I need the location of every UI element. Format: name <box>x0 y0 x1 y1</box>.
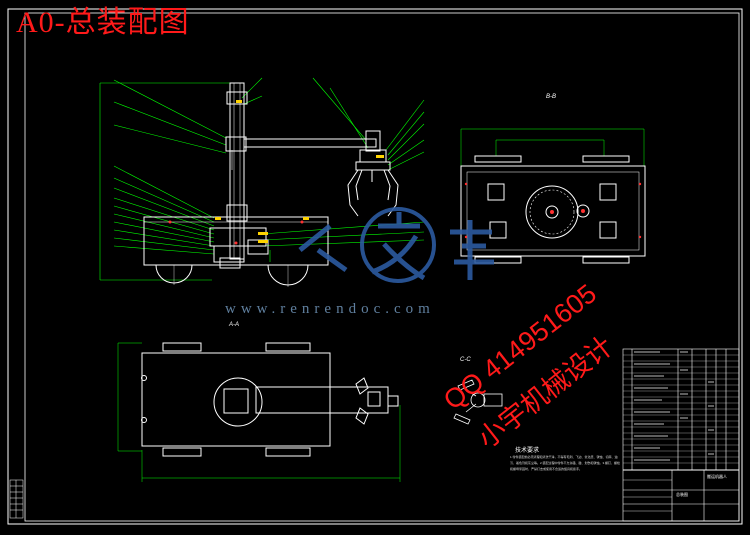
section-markers <box>215 100 384 243</box>
view-aa <box>117 342 401 482</box>
bb-red-marks <box>464 182 642 239</box>
outer-border <box>7 8 743 525</box>
title-block-drawing-name: 总装图 <box>676 492 688 497</box>
section-label-cc: C-C <box>460 357 471 363</box>
title-block <box>622 348 740 522</box>
parts-rows <box>623 354 739 464</box>
title-block-unit: 搬运机器人 <box>707 474 727 479</box>
inner-border <box>24 12 740 522</box>
tech-requirements-heading: 技术要求 <box>515 448 540 454</box>
tech-requirements-body: 1.零件装配前必须清理和清洗干净，不得有毛刺、飞边、氧化皮、锈蚀、切屑、油污、着… <box>510 455 621 471</box>
red-marks <box>168 220 304 245</box>
section-label-bb: B-B <box>546 94 557 100</box>
watermark-logo <box>298 207 494 283</box>
main-view <box>99 77 425 287</box>
side-strip <box>9 479 24 519</box>
parts-text-strokes <box>634 351 714 461</box>
leader-lines <box>99 77 425 281</box>
view-cc <box>453 379 503 425</box>
view-bb <box>460 128 646 264</box>
drawing-title: A0-总装配图 <box>16 6 190 39</box>
section-label-aa: A-A <box>229 322 240 328</box>
watermark-url: www.renrendoc.com <box>225 301 435 317</box>
